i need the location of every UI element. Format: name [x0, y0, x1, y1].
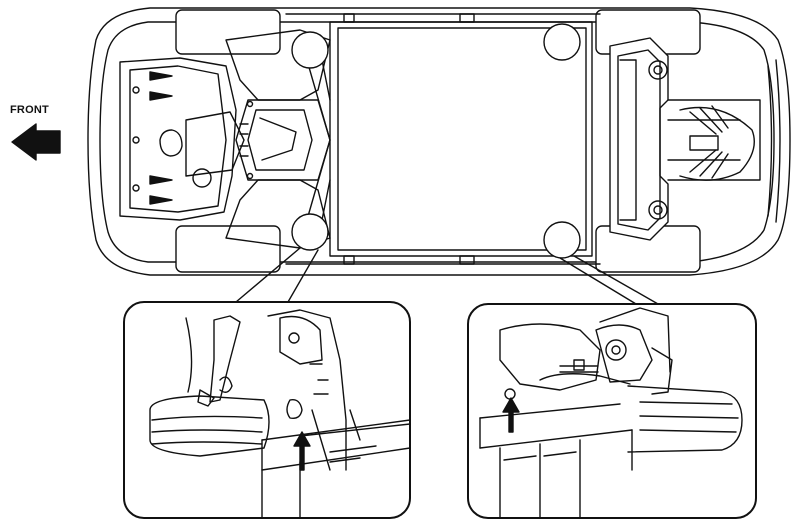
rear-suspension — [609, 37, 761, 241]
rear-lift-point-upper — [543, 23, 581, 61]
leader-lines-front — [235, 247, 319, 303]
front-lift-point-lower — [291, 213, 329, 251]
front-label: FRONT — [10, 104, 49, 116]
vehicle-body-outline — [87, 7, 791, 276]
leader-lines-rear — [559, 255, 659, 305]
floor-pan — [285, 13, 601, 265]
detail-front-lifting-point — [123, 301, 411, 519]
rear-lift-point-lower — [543, 221, 581, 259]
wheel-front-right — [175, 225, 281, 273]
front-bumper-area — [119, 57, 245, 221]
front-lift-point-upper — [291, 31, 329, 69]
detail-rear-lifting-point — [467, 303, 757, 519]
front-arrow-icon — [11, 123, 61, 161]
